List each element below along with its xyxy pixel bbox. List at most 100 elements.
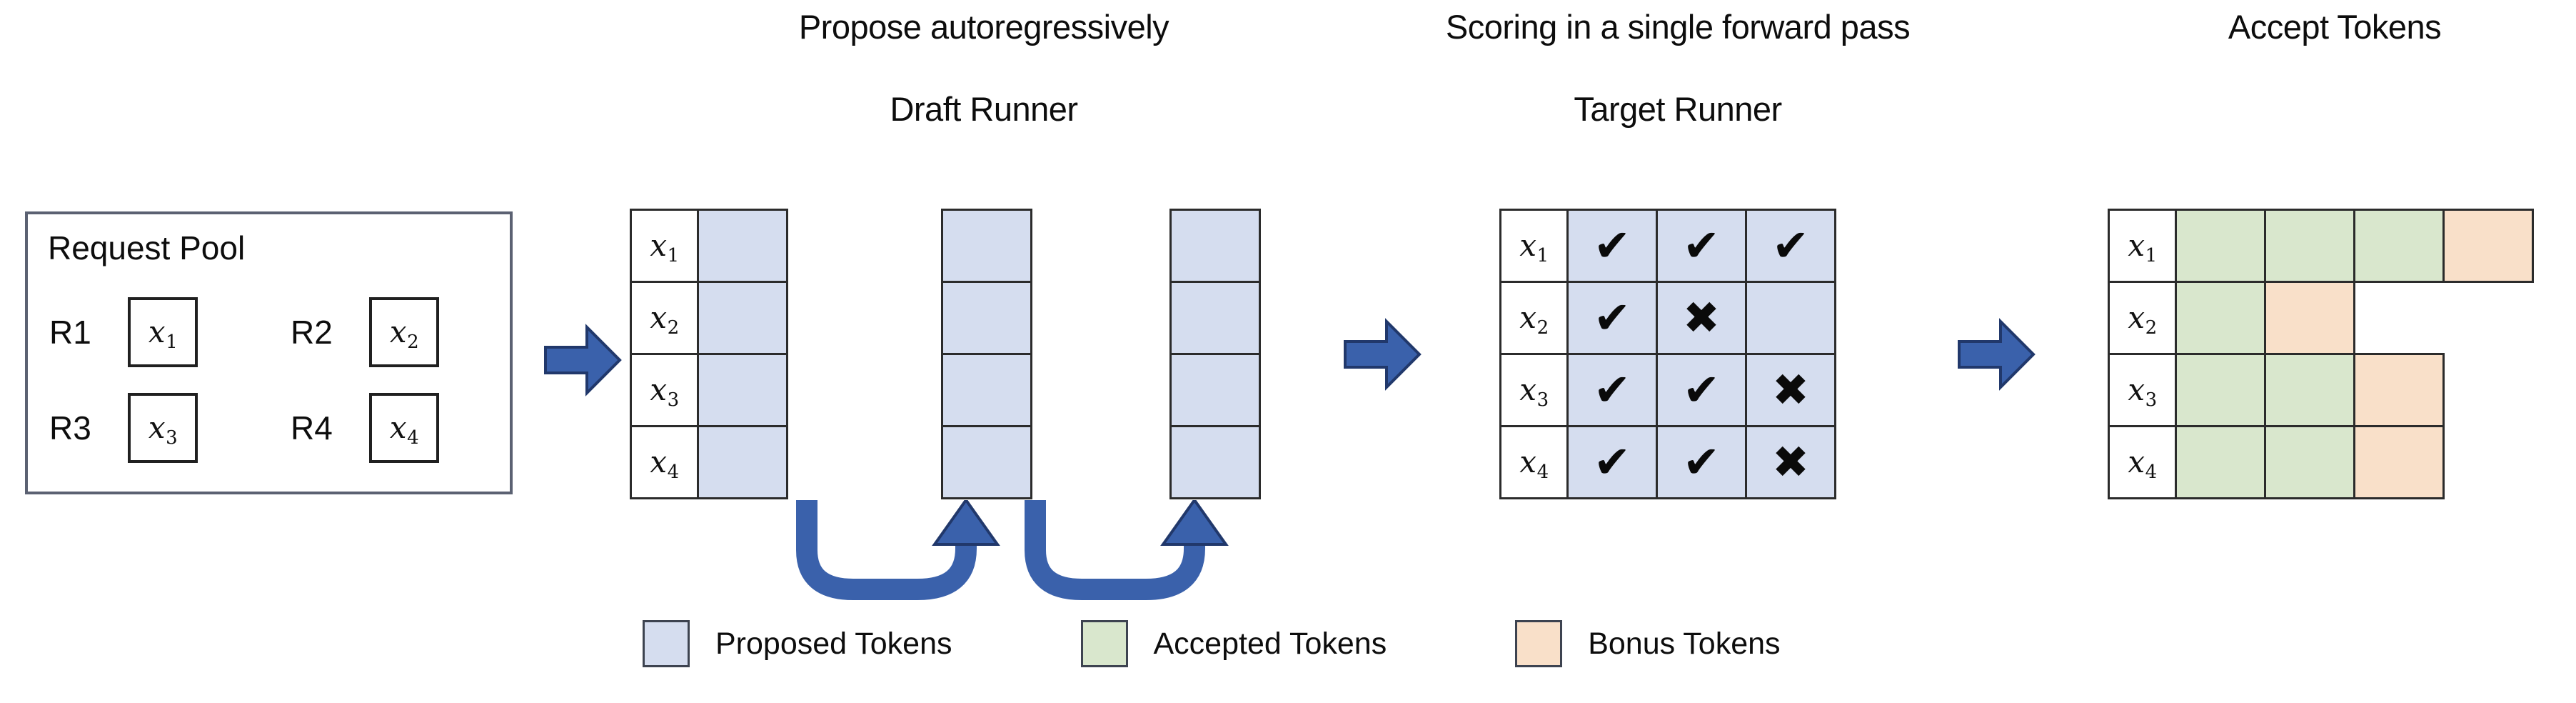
row-label-cell: x1 xyxy=(2108,209,2177,283)
legend-label: Bonus Tokens xyxy=(1588,626,1781,661)
request-label: R3 xyxy=(49,409,91,447)
row-label-cell: x4 xyxy=(1499,425,1569,499)
empty-cell xyxy=(2442,425,2534,499)
request-label: R1 xyxy=(49,314,91,351)
accepted-token-cell xyxy=(2175,209,2266,283)
token-symbol: x2 xyxy=(389,314,419,354)
token-symbol: x1 xyxy=(148,314,178,354)
title-scoring-forward-pass: Scoring in a single forward pass xyxy=(1445,8,1911,46)
table-row: x4 xyxy=(630,425,788,499)
legend-item-proposed: Proposed Tokens xyxy=(643,620,952,667)
proposed-token-cell xyxy=(1169,425,1261,499)
token-symbol: x4 xyxy=(2128,444,2158,484)
bonus-token-cell xyxy=(2264,281,2355,355)
check-icon: ✔ xyxy=(1594,291,1631,344)
row-label-cell: x1 xyxy=(1499,209,1569,283)
bonus-token-cell xyxy=(2353,353,2445,427)
legend-swatch-accepted xyxy=(1080,620,1128,667)
legend: Proposed Tokens Accepted Tokens Bonus To… xyxy=(643,620,1781,667)
request-item-r1: R1 x1 xyxy=(49,297,198,367)
cross-icon: ✖ xyxy=(1772,436,1809,488)
autoregressive-loop-arrow-2 xyxy=(1021,497,1249,614)
accepted-token-cell xyxy=(2264,425,2355,499)
token-symbol: x4 xyxy=(389,410,419,449)
flow-arrow-target-to-accept xyxy=(1956,314,2036,394)
legend-label: Accepted Tokens xyxy=(1153,626,1387,661)
token-symbol: x3 xyxy=(148,410,178,449)
score-cell: ✔ xyxy=(1566,425,1658,499)
score-cell: ✖ xyxy=(1745,353,1836,427)
table-row: x1 xyxy=(630,209,788,283)
request-token-box: x3 xyxy=(128,393,198,463)
token-symbol: x4 xyxy=(650,444,680,484)
request-item-r2: R2 x2 xyxy=(291,297,439,367)
row-label-cell: x2 xyxy=(2108,281,2177,355)
legend-swatch-proposed xyxy=(643,620,690,667)
request-pool-title: Request Pool xyxy=(48,229,246,266)
check-icon: ✔ xyxy=(1594,364,1631,416)
legend-label: Proposed Tokens xyxy=(715,626,952,661)
request-pool-panel: Request Pool R1 x1 R2 x2 R3 x3 R4 x4 xyxy=(25,211,513,494)
request-token-box: x4 xyxy=(369,393,439,463)
score-cell: ✔ xyxy=(1566,209,1658,283)
token-symbol: x4 xyxy=(1519,444,1549,484)
row-label-cell: x3 xyxy=(2108,353,2177,427)
autoregressive-loop-arrow-1 xyxy=(793,497,1021,614)
row-label-cell: x1 xyxy=(630,209,699,283)
empty-cell xyxy=(2353,281,2445,355)
token-symbol: x2 xyxy=(650,300,680,339)
score-cell: ✔ xyxy=(1566,353,1658,427)
target-runner-grid: x1 ✔ ✔ ✔ x2 ✔ ✖ x3 ✔ ✔ ✖ x4 ✔ xyxy=(1499,209,1836,499)
legend-swatch-bonus xyxy=(1515,620,1563,667)
row-label-cell: x4 xyxy=(2108,425,2177,499)
token-symbol: x2 xyxy=(2128,300,2158,339)
flow-arrow-draft-to-target xyxy=(1342,314,1422,394)
check-icon: ✔ xyxy=(1683,364,1720,416)
draft-runner-grid: x1 x2 x3 x4 xyxy=(630,209,788,499)
score-cell: ✔ xyxy=(1656,209,1747,283)
score-cell: ✔ xyxy=(1566,281,1658,355)
token-symbol: x1 xyxy=(650,228,680,267)
score-cell: ✖ xyxy=(1745,425,1836,499)
row-label-cell: x4 xyxy=(630,425,699,499)
token-symbol: x3 xyxy=(650,372,680,412)
proposed-token-cell xyxy=(941,281,1032,355)
accept-tokens-grid: x1 x2 x3 x4 xyxy=(2108,209,2534,499)
bonus-token-cell xyxy=(2442,209,2534,283)
cross-icon: ✖ xyxy=(1772,364,1809,416)
table-row: x2 xyxy=(2108,281,2534,355)
proposed-token-cell xyxy=(941,353,1032,427)
table-row: x3 xyxy=(2108,353,2534,427)
check-icon: ✔ xyxy=(1772,219,1809,271)
proposed-token-cell xyxy=(941,425,1032,499)
row-label-cell: x2 xyxy=(630,281,699,355)
accepted-token-cell xyxy=(2264,209,2355,283)
proposed-token-cell xyxy=(1169,209,1261,283)
score-cell: ✔ xyxy=(1656,425,1747,499)
row-label-cell: x3 xyxy=(1499,353,1569,427)
token-symbol: x1 xyxy=(2128,228,2158,267)
row-label-cell: x2 xyxy=(1499,281,1569,355)
request-item-r3: R3 x3 xyxy=(49,393,198,463)
row-label-cell: x3 xyxy=(630,353,699,427)
draft-runner-step-3-column xyxy=(1169,209,1261,499)
title-target-runner: Target Runner xyxy=(1574,90,1782,128)
title-propose-autoregressively: Propose autoregressively xyxy=(798,8,1169,46)
request-item-r4: R4 x4 xyxy=(291,393,439,463)
score-cell-empty xyxy=(1745,281,1836,355)
accepted-token-cell xyxy=(2264,353,2355,427)
proposed-token-cell xyxy=(697,425,788,499)
flow-arrow-pool-to-draft xyxy=(543,320,623,400)
table-row: x4 ✔ ✔ ✖ xyxy=(1499,425,1836,499)
legend-item-bonus: Bonus Tokens xyxy=(1515,620,1781,667)
draft-runner-step-2-column xyxy=(941,209,1032,499)
table-row: x3 ✔ ✔ ✖ xyxy=(1499,353,1836,427)
check-icon: ✔ xyxy=(1594,436,1631,488)
title-accept-tokens: Accept Tokens xyxy=(2228,8,2442,46)
accepted-token-cell xyxy=(2175,281,2266,355)
check-icon: ✔ xyxy=(1683,219,1720,271)
proposed-token-cell xyxy=(941,209,1032,283)
table-row: x1 ✔ ✔ ✔ xyxy=(1499,209,1836,283)
request-token-box: x2 xyxy=(369,297,439,367)
